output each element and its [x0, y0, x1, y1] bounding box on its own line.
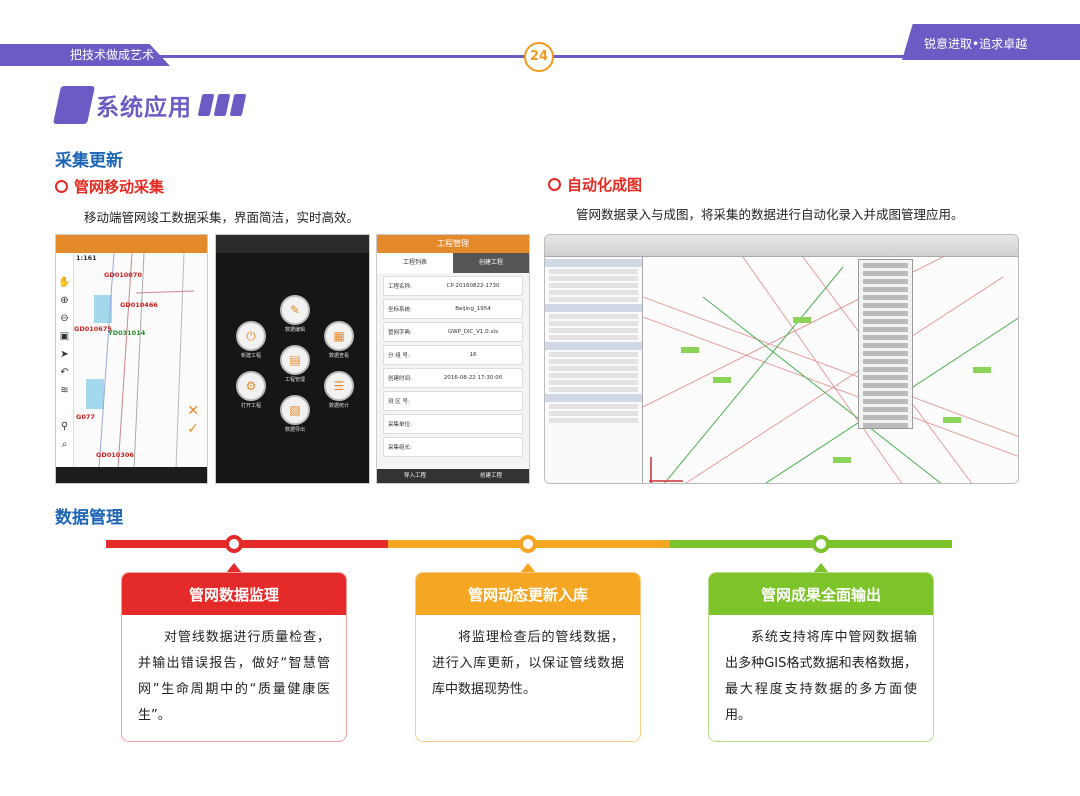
header-left-tag: 把技术做成艺术 [0, 44, 170, 66]
edit-icon: ✎ [280, 295, 310, 325]
map-point-label: GD010466 [120, 301, 158, 309]
map-icon: ▦ [324, 321, 354, 351]
form-row: 采集单位: [383, 414, 523, 434]
layers-icon: ≋ [60, 385, 69, 396]
phone-map-titlebar [56, 235, 207, 253]
map-toolbar: ✋ ⊕ ⊖ ▣ ➤ ↶ ≋ ⚲ ⌕ [56, 253, 74, 467]
page-title: 系统应用 [96, 95, 192, 121]
phone-map-footer [56, 467, 207, 483]
phone-screenshot-map: ✋ ⊕ ⊖ ▣ ➤ ↶ ≋ ⚲ ⌕ 1:161 GD010070 GD01046… [55, 234, 208, 484]
form-footer: 导入工程 创建工程 [377, 469, 529, 483]
extent-icon: ▣ [59, 331, 70, 342]
timeline-node-icon [225, 535, 243, 553]
search-icon: ⌕ [61, 439, 68, 450]
map-canvas: 1:161 GD010070 GD010466 GD010675 YD03101… [74, 252, 207, 470]
form-row: 分 组 号:16 [383, 345, 523, 365]
banner-stripes-icon [197, 94, 247, 116]
tab-create-project: 创建工程 [453, 253, 529, 273]
menu-caption: 数据统计 [328, 403, 349, 409]
form-row: 管网字典:GWP_DIC_V1.0.xls [383, 322, 523, 342]
timeline-node-icon [812, 535, 830, 553]
pipeline-drawing [642, 256, 1018, 483]
auto-map-description: 管网数据录入与成图，将采集的数据进行自动化录入并成图管理应用。 [576, 207, 964, 222]
card-pointer [813, 563, 829, 573]
hand-icon: ✋ [58, 277, 71, 288]
phone-screenshot-menu: ✎ 数据编辑 ⏻ 新建工程 ▦ 数据查看 ▤ 工程管理 ⚙ 打开工程 ☰ 数据统… [215, 234, 370, 484]
card-text: 将监理检查后的管线数据，进行入库更新，以保证管线数据库中数据现势性。 [432, 630, 624, 697]
form-row: 工程名称:CP-20160822-1730 [383, 276, 523, 296]
map-point-label: YD031014 [108, 329, 146, 337]
form-row: 坐标系统:Beijing_1954 [383, 299, 523, 319]
bullet-ring-icon [55, 180, 68, 193]
desktop-property-panel [545, 257, 643, 483]
banner-block-icon [52, 86, 96, 124]
bullet-ring-icon [548, 178, 561, 191]
map-scale: 1:161 [76, 254, 97, 262]
map-point-label: GD010675 [74, 325, 112, 333]
form-tabs: 工程列表 创建工程 [377, 253, 529, 273]
map-point-label: GD010070 [104, 271, 142, 279]
undo-icon: ↶ [60, 367, 69, 378]
menu-ring: ✎ 数据编辑 ⏻ 新建工程 ▦ 数据查看 ▤ 工程管理 ⚙ 打开工程 ☰ 数据统… [230, 295, 360, 433]
auto-map-title-text: 自动化成图 [567, 176, 643, 194]
collect-heading: 采集更新 [55, 151, 123, 171]
map-lines [86, 252, 195, 470]
card-text: 对管线数据进行质量检查，并输出错误报告，做好“智慧管网”生命周期中的“质量健康医… [138, 630, 330, 723]
card-text: 系统支持将库中管网数据输出多种GIS格式数据和表格数据，最大程度支持数据的多方面… [725, 630, 917, 723]
card-update: 管网动态更新入库 将监理检查后的管线数据，进行入库更新，以保证管线数据库中数据现… [415, 572, 641, 742]
power-icon: ⏻ [236, 321, 266, 351]
auto-map-title: 自动化成图 [548, 174, 642, 195]
zoom-out-icon: ⊖ [60, 313, 69, 324]
menu-caption: 数据查看 [328, 353, 349, 359]
create-project-button: 创建工程 [479, 473, 502, 479]
form-row: 创建时间:2016-08-22 17:30:00 [383, 368, 523, 388]
card-title: 管网数据监理 [122, 573, 346, 615]
timeline-node-icon [519, 535, 537, 553]
menu-caption: 新建工程 [240, 353, 261, 359]
tab-project-list: 工程列表 [377, 253, 453, 273]
data-management-heading: 数据管理 [55, 508, 123, 528]
header-right-tag: 锐意进取•追求卓越 [902, 24, 1080, 60]
page-number: 24 [524, 42, 554, 72]
card-pointer [226, 563, 242, 573]
phone-screenshot-form: 工程管理 工程列表 创建工程 工程名称:CP-20160822-1730 坐标系… [376, 234, 530, 484]
desktop-map-view [642, 256, 1018, 483]
menu-caption: 工程管理 [284, 377, 305, 383]
card-title: 管网成果全面输出 [709, 573, 933, 615]
desktop-context-menu [858, 259, 913, 429]
gear-icon: ⚙ [236, 371, 266, 401]
menu-caption: 数据编辑 [284, 327, 305, 333]
pointer-icon: ➤ [60, 349, 69, 360]
map-point-label: GD010306 [96, 451, 134, 459]
mobile-collect-description: 移动端管网竣工数据采集，界面简洁，实时高效。 [84, 210, 360, 225]
document-icon: ▤ [280, 345, 310, 375]
card-output: 管网成果全面输出 系统支持将库中管网数据输出多种GIS格式数据和表格数据，最大程… [708, 572, 934, 742]
zoom-in-icon: ⊕ [60, 295, 69, 306]
desktop-toolbar [545, 235, 1018, 257]
form-titlebar: 工程管理 [377, 235, 529, 253]
card-pointer [520, 563, 536, 573]
desktop-gis-screenshot [544, 234, 1019, 484]
mobile-collect-title-text: 管网移动采集 [74, 178, 165, 196]
location-icon: ⚲ [60, 421, 69, 432]
card-title: 管网动态更新入库 [416, 573, 640, 615]
form-row: 测 区 号: [383, 391, 523, 411]
menu-caption: 数据导出 [284, 427, 305, 433]
cancel-icon: ✕ [187, 403, 199, 419]
card-supervision: 管网数据监理 对管线数据进行质量检查，并输出错误报告，做好“智慧管网”生命周期中… [121, 572, 347, 742]
phone-menu-titlebar [216, 235, 369, 253]
list-icon: ☰ [324, 371, 354, 401]
image-icon: ▧ [280, 395, 310, 425]
mobile-collect-title: 管网移动采集 [55, 176, 164, 197]
confirm-icon: ✓ [187, 421, 199, 437]
import-project-button: 导入工程 [403, 473, 426, 479]
map-point-label: G077 [76, 413, 95, 421]
form-row: 采集组长: [383, 437, 523, 457]
menu-caption: 打开工程 [240, 403, 261, 409]
